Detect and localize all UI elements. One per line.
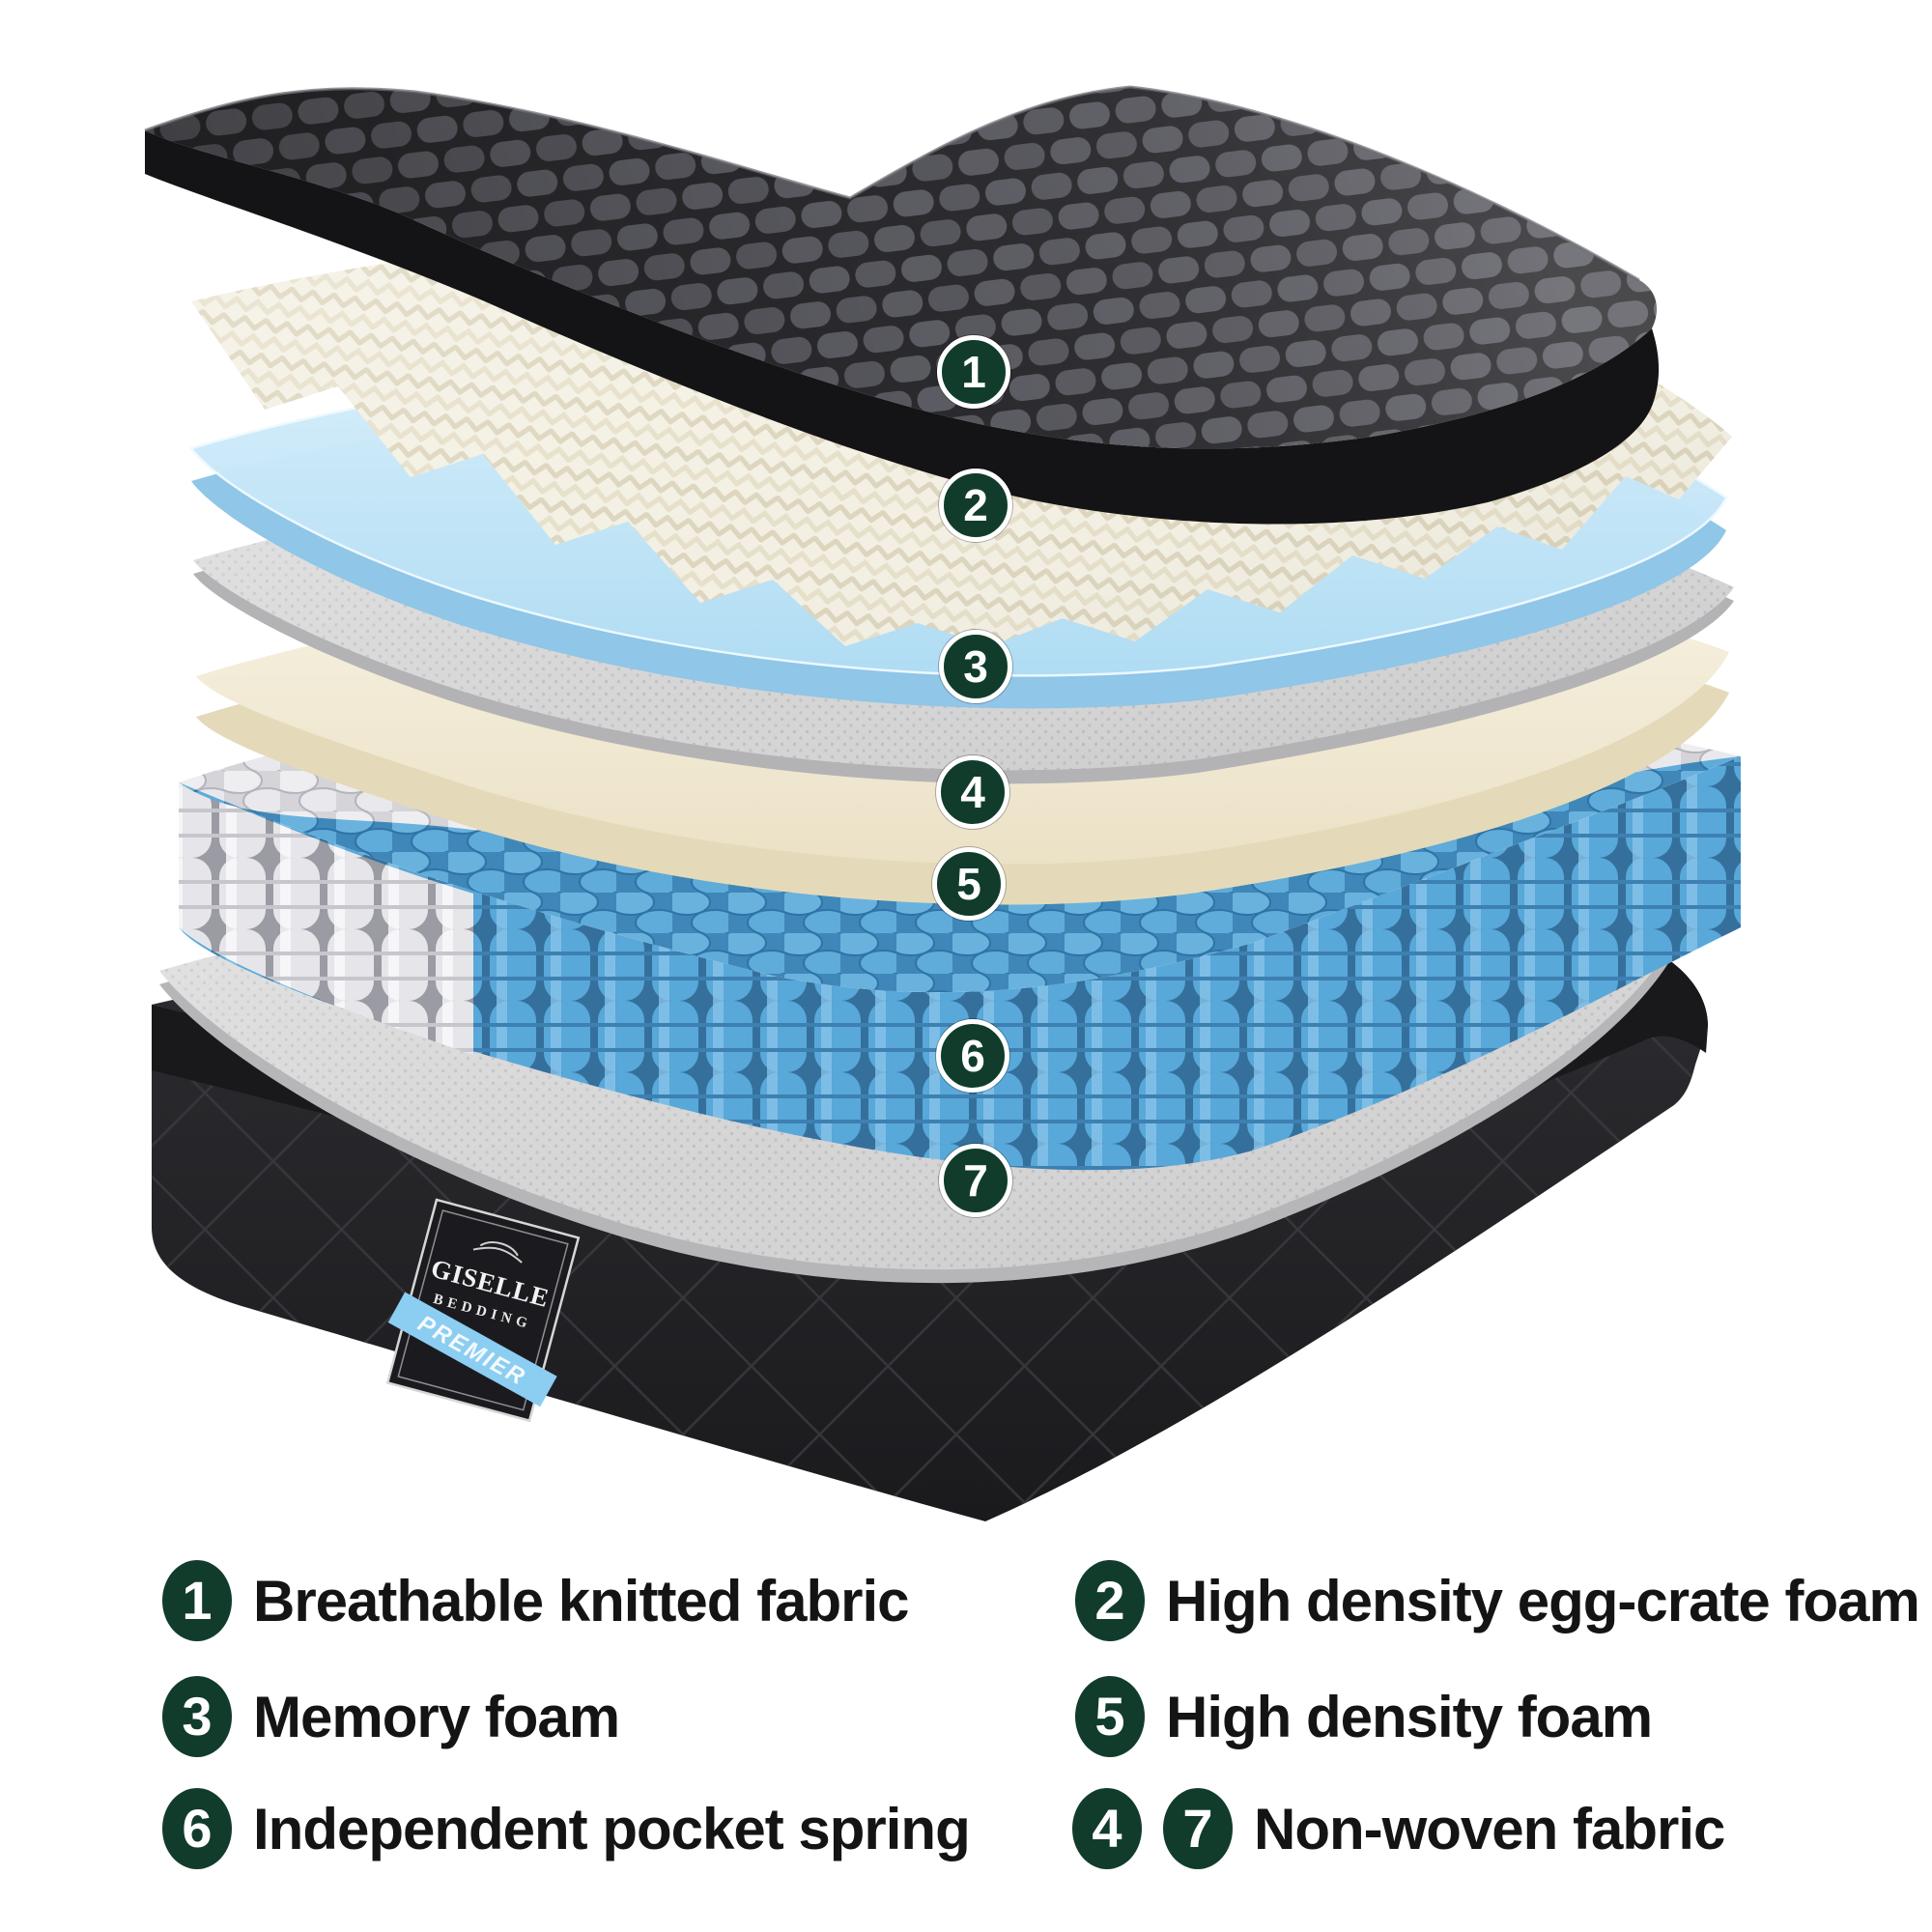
legend-label-memory-foam: Memory foam [253, 1684, 620, 1749]
callout-badge-6: 6 [936, 1019, 1009, 1093]
callout-number-3: 3 [963, 641, 988, 692]
legend-number-7: 7 [1182, 1798, 1213, 1859]
spring-skirt-white [179, 782, 473, 1055]
brand-label: GISELLE BEDDING PREMIER [385, 1198, 581, 1423]
legend-badge-7: 7 [1163, 1788, 1233, 1869]
callout-badge-1: 1 [937, 335, 1010, 409]
legend-label-non-woven-fabric: Non-woven fabric [1254, 1796, 1725, 1861]
legend-badge-6: 6 [162, 1788, 232, 1869]
fabric-top-edge-highlight [144, 85, 1640, 282]
legend-number-5: 5 [1094, 1686, 1125, 1747]
legend-badge-4: 4 [1072, 1788, 1142, 1869]
legend-label-pocket-spring: Independent pocket spring [253, 1796, 971, 1861]
callout-number-7: 7 [963, 1155, 988, 1206]
legend-badge-2: 2 [1075, 1560, 1145, 1641]
legend-number-6: 6 [182, 1798, 213, 1859]
legend-item-egg-crate-foam: 2 High density egg-crate foam [1075, 1559, 1920, 1642]
legend-item-high-density-foam: 5 High density foam [1075, 1675, 1653, 1758]
legend-item-non-woven-fabric: 4 7 Non-woven fabric [1072, 1787, 1725, 1870]
legend-number-4: 4 [1092, 1798, 1122, 1859]
callout-number-1: 1 [961, 347, 986, 397]
brand-crest-icon [472, 1241, 523, 1264]
legend-number-2: 2 [1094, 1570, 1125, 1631]
callout-number-5: 5 [956, 859, 981, 909]
callout-number-2: 2 [963, 480, 988, 530]
callout-badge-5: 5 [932, 847, 1006, 921]
fabric-shading [145, 87, 1658, 449]
callout-number-4: 4 [960, 767, 985, 817]
layer-1-knitted-fabric [144, 85, 1660, 525]
legend-item-pocket-spring: 6 Independent pocket spring [162, 1787, 971, 1870]
legend-badge-5: 5 [1075, 1676, 1145, 1757]
spring-deck-blue [179, 756, 1741, 993]
legend-badge-1: 1 [162, 1560, 232, 1641]
legend-number-3: 3 [182, 1686, 213, 1747]
spring-skirt-blue [179, 756, 1741, 1171]
fabric-border-band [145, 130, 1660, 525]
legend-item-breathable-knitted-fabric: 1 Breathable knitted fabric [162, 1559, 910, 1642]
legend-label-high-density-foam: High density foam [1166, 1684, 1653, 1749]
legend-number-1: 1 [182, 1570, 213, 1631]
legend-label-egg-crate-foam: High density egg-crate foam [1166, 1568, 1920, 1634]
callout-badge-7: 7 [939, 1144, 1012, 1217]
legend-badge-3: 3 [162, 1676, 232, 1757]
legend-label-breathable-knitted-fabric: Breathable knitted fabric [253, 1568, 910, 1634]
callout-badge-3: 3 [939, 630, 1012, 703]
callout-badge-4: 4 [936, 755, 1009, 829]
callout-badge-2: 2 [939, 469, 1012, 542]
legend-item-memory-foam: 3 Memory foam [162, 1675, 620, 1758]
callout-number-6: 6 [960, 1031, 985, 1081]
premier-band [387, 1292, 557, 1407]
